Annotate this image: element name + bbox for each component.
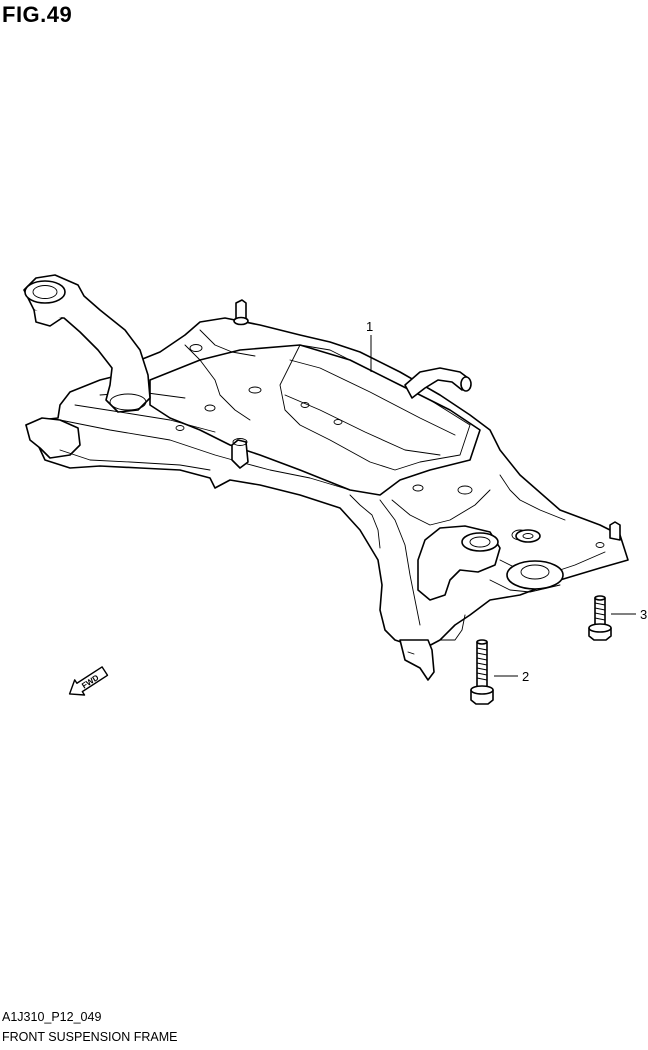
callout-1: 1 <box>366 319 373 334</box>
fwd-arrow-icon: FWD <box>68 666 109 696</box>
diagram-name: FRONT SUSPENSION FRAME <box>2 1030 178 1044</box>
front-suspension-frame[interactable] <box>23 274 629 681</box>
diagram-code: A1J310_P12_049 <box>2 1010 102 1024</box>
figure-title: FIG.49 <box>2 2 73 27</box>
bolt-part-3[interactable] <box>588 595 612 641</box>
callout-2: 2 <box>522 669 529 684</box>
callout-3: 3 <box>640 607 647 622</box>
bolt-part-2[interactable] <box>470 639 494 705</box>
